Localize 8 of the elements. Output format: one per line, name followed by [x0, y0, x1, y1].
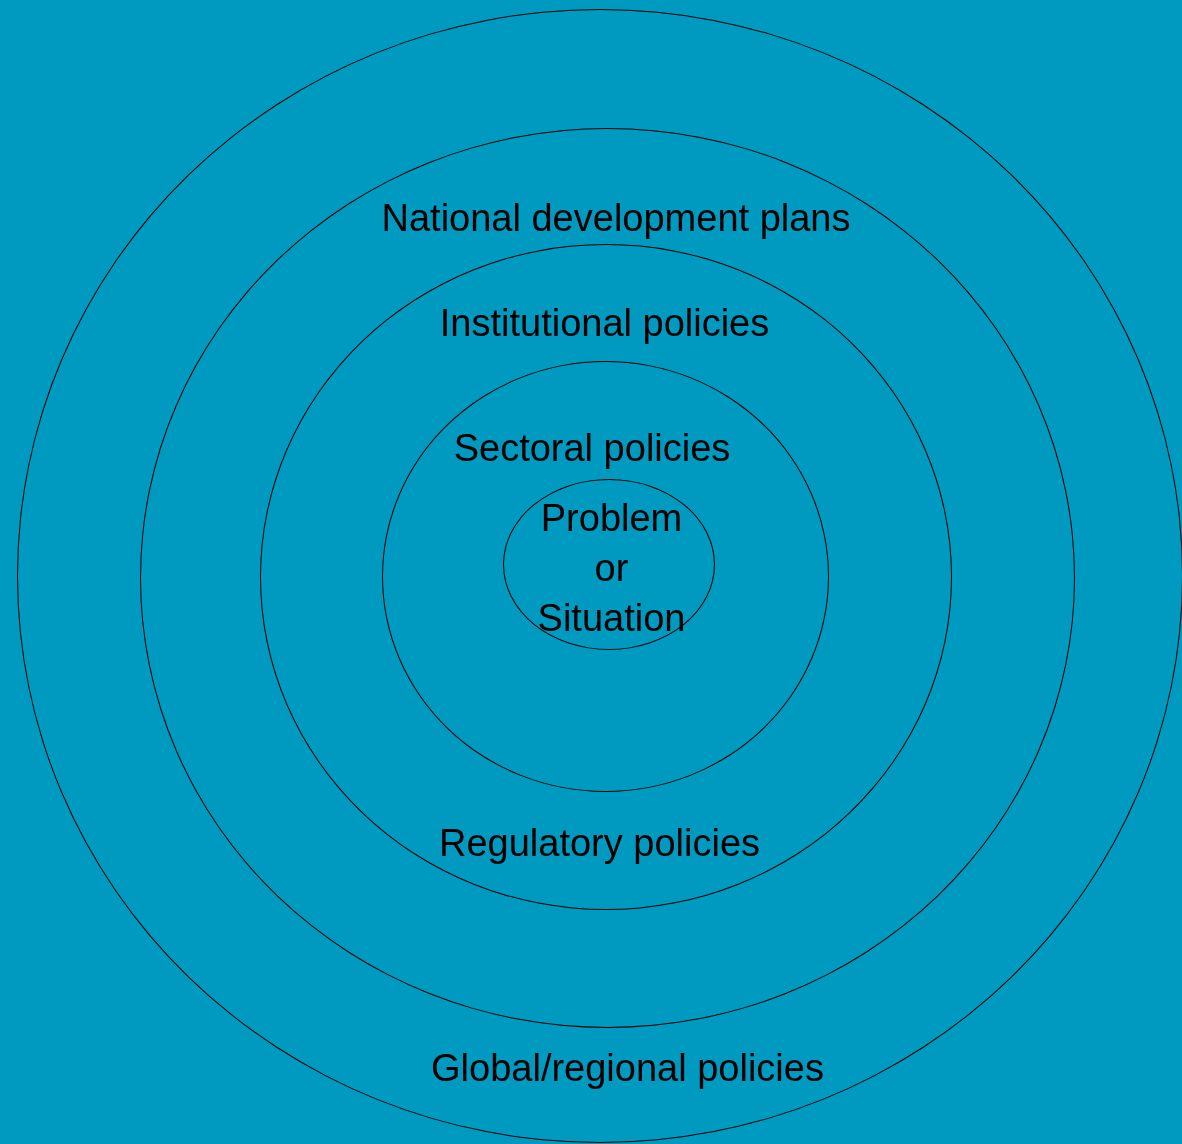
ring-label: Global/regional policies	[431, 1045, 824, 1091]
circle	[503, 479, 715, 650]
ring-label: Institutional policies	[439, 300, 770, 346]
ring-label: Problem or Situation	[536, 495, 687, 641]
ring-label: Regulatory policies	[438, 820, 761, 866]
circle	[381, 360, 829, 792]
ring-label: Sectoral policies	[453, 426, 731, 471]
ring-label: National development plans	[381, 196, 851, 241]
